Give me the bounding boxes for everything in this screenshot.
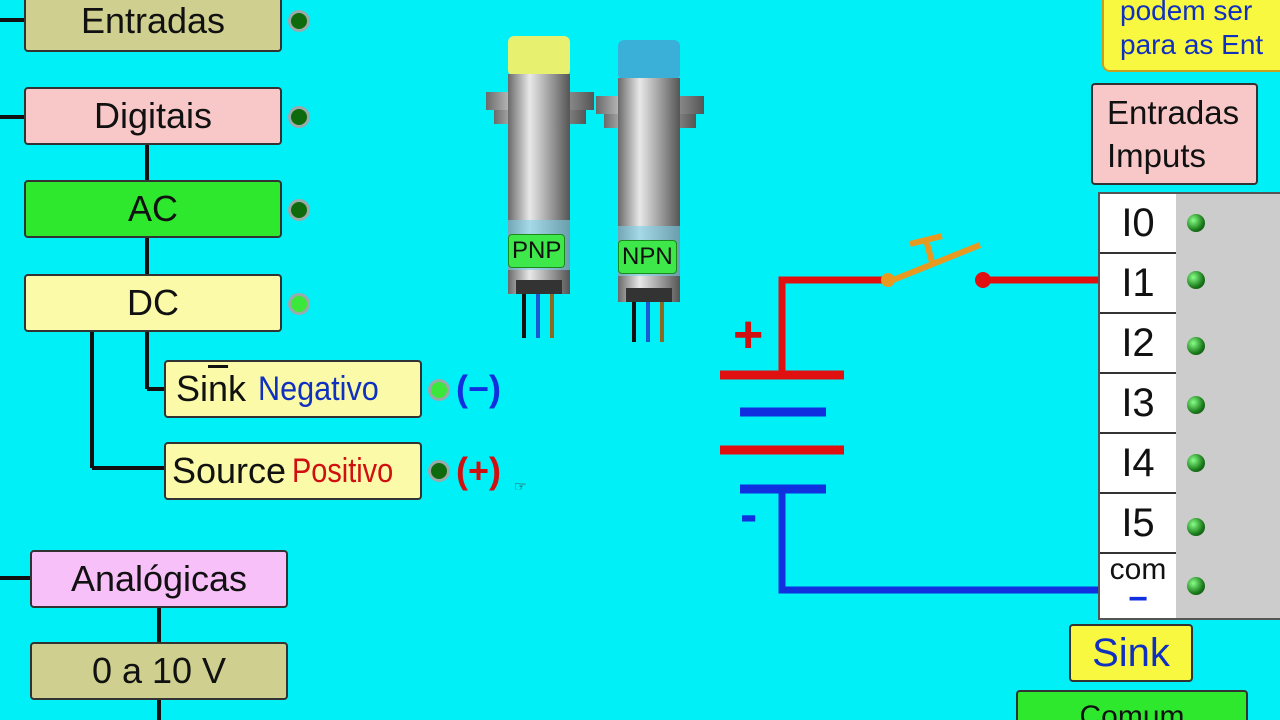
sink-label-suffix: k — [228, 368, 247, 409]
terminal-com-led — [1187, 577, 1205, 595]
terminal-i5: I5 — [1100, 494, 1176, 554]
sink-badge-label: Sink — [1092, 630, 1170, 675]
sink-badge: Sink — [1069, 624, 1193, 682]
terminal-i1: I1 — [1100, 254, 1176, 314]
entradas-led — [288, 10, 310, 32]
inputs-header-line-2: Imputs — [1107, 137, 1207, 174]
sink-label-overline: n — [208, 368, 229, 409]
note-line-1: podem ser — [1120, 0, 1253, 26]
entradas-label: Entradas — [80, 0, 226, 41]
npn-label: NPN — [618, 240, 677, 274]
terminal-com-label: com — [1109, 553, 1167, 586]
note-box: podem ser para as Ent — [1102, 0, 1280, 72]
terminal-i0-led — [1187, 214, 1205, 232]
terminal-i2-label: I2 — [1121, 320, 1155, 365]
range-box: 0 a 10 V — [30, 642, 288, 700]
terminal-i2: I2 — [1100, 314, 1176, 374]
comum-badge-label: Comum — [1079, 700, 1185, 720]
sink-desc: Negativo — [258, 369, 379, 408]
analogicas-label: Analógicas — [70, 558, 248, 599]
terminal-i3-label: I3 — [1121, 380, 1155, 425]
source-desc: Positivo — [292, 451, 394, 490]
terminal-i1-led — [1187, 271, 1205, 289]
terminal-i3: I3 — [1100, 374, 1176, 434]
ac-box: AC — [24, 180, 282, 238]
terminal-i3-led — [1187, 396, 1205, 414]
ac-label: AC — [127, 188, 178, 229]
analogicas-box: Analógicas — [30, 550, 288, 608]
inputs-header-box: Entradas Imputs — [1091, 83, 1258, 185]
note-line-2: para as Ent — [1120, 29, 1264, 60]
entradas-box: Entradas — [24, 0, 282, 52]
battery-plus-label: + — [733, 306, 764, 364]
terminal-i0: I0 — [1100, 194, 1176, 254]
battery-icon — [720, 370, 844, 494]
terminal-i0-label: I0 — [1121, 200, 1155, 245]
dc-box: DC — [24, 274, 282, 332]
terminal-i4: I4 — [1100, 434, 1176, 494]
comum-badge: Comum — [1016, 690, 1248, 720]
terminal-com-sign: − — [1128, 580, 1148, 618]
inputs-header-line-1: Entradas — [1107, 94, 1240, 131]
dc-led — [288, 293, 310, 315]
sink-led — [428, 379, 450, 401]
digitais-led — [288, 106, 310, 128]
ac-led — [288, 199, 310, 221]
digitais-box: Digitais — [24, 87, 282, 145]
terminal-i2-led — [1187, 337, 1205, 355]
terminal-i5-label: I5 — [1121, 500, 1155, 545]
source-box: Source Positivo — [164, 442, 422, 500]
terminal-i4-label: I4 — [1121, 440, 1155, 485]
dc-label: DC — [127, 282, 179, 323]
source-led — [428, 460, 450, 482]
mouse-cursor-icon: ☞ — [514, 478, 527, 494]
terminal-i5-led — [1187, 518, 1205, 536]
terminal-i4-led — [1187, 454, 1205, 472]
source-label: Source — [172, 450, 287, 491]
range-label: 0 a 10 V — [91, 650, 227, 691]
terminal-com: com − — [1100, 554, 1176, 618]
sink-label-prefix: Si — [176, 368, 209, 409]
source-sign: (+) — [456, 450, 501, 491]
push-switch-icon — [881, 233, 991, 288]
digitais-label: Digitais — [93, 95, 213, 136]
pnp-label: PNP — [508, 234, 566, 268]
sink-sign: (−) — [456, 368, 501, 409]
battery-minus-label: - — [740, 486, 758, 544]
terminal-i1-label: I1 — [1121, 260, 1155, 305]
